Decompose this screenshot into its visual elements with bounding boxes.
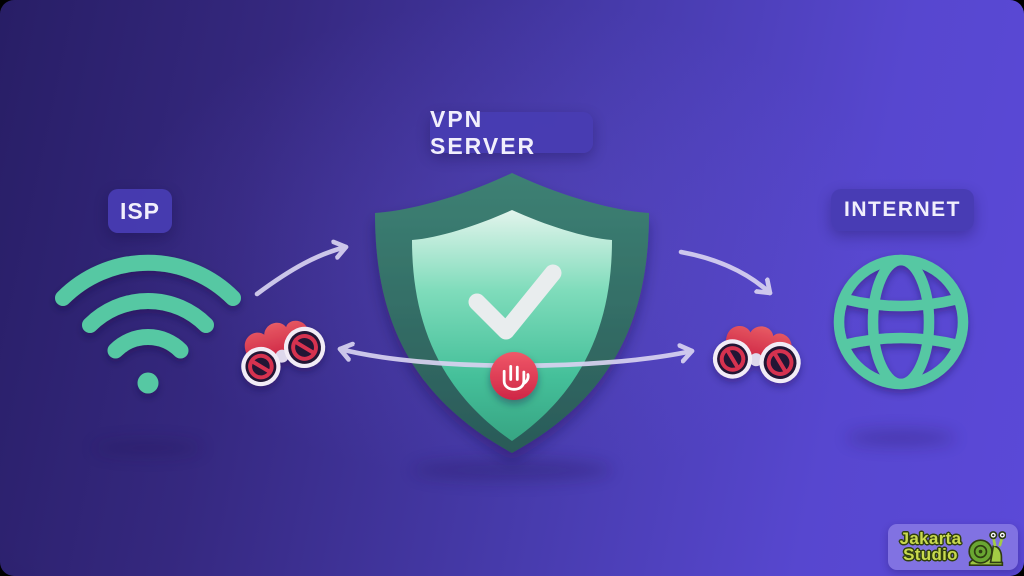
internet-label: INTERNET [831,189,974,231]
stop-hand-icon [490,352,538,400]
binoculars-blocked-icon-right [711,317,805,392]
vpn-server-label: VPN SERVER [430,106,593,159]
ground-shadows [93,430,956,481]
snail-logo-icon [968,531,1007,566]
globe-icon [833,254,969,390]
watermark-line1: Jakarta [899,528,962,548]
watermark-text: Jakarta Studio [899,528,962,564]
curved-arrow-right [678,249,773,296]
binoculars-blocked-icon-left [234,313,328,388]
shield-check-icon [375,173,649,453]
watermark-line2: Studio [903,545,958,564]
isp-label: ISP [108,189,172,233]
checkmark-icon [468,264,562,340]
wifi-icon [55,254,241,394]
jakarta-studio-watermark: Jakarta Studio [888,524,1018,570]
curved-arrow-left [254,247,349,297]
